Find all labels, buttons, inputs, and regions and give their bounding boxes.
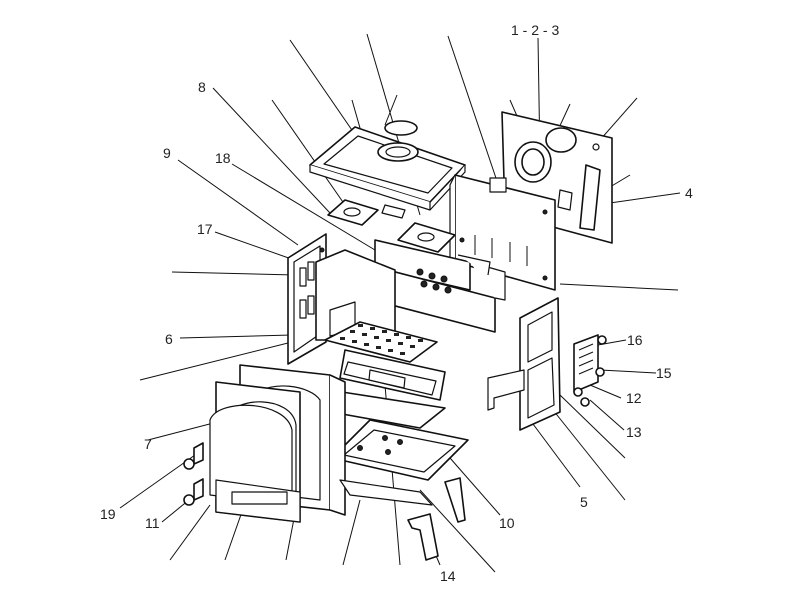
base-plate-part (331, 419, 469, 481)
air-slider-part (573, 334, 607, 393)
throat-assembly-part (374, 239, 506, 333)
callout-17: 17 (197, 221, 213, 237)
callout-labels: 1 - 2 - 3 4 8 9 18 17 6 7 19 11 14 10 5 … (100, 22, 693, 584)
callout-15: 15 (656, 365, 672, 381)
callout-16: 16 (627, 332, 643, 348)
callout-18: 18 (215, 150, 231, 166)
screws-part (573, 387, 590, 407)
left-firebox-side-part (315, 249, 396, 341)
callout-7: 7 (144, 436, 152, 452)
callout-5: 5 (580, 494, 588, 510)
callout-14: 14 (440, 568, 456, 584)
callout-11: 11 (145, 515, 160, 531)
callout-9: 9 (163, 145, 171, 161)
callout-4: 4 (685, 185, 693, 201)
baffle-plate-part (327, 199, 456, 253)
callout-1-2-3: 1 - 2 - 3 (511, 22, 559, 38)
flue-ring-part (384, 120, 418, 136)
grate-part (324, 321, 438, 363)
callout-10: 10 (499, 515, 515, 531)
callout-19: 19 (100, 506, 116, 522)
callout-6: 6 (165, 331, 173, 347)
top-plate-part (309, 126, 466, 211)
callout-13: 13 (626, 424, 642, 440)
door-handles-part (183, 442, 204, 506)
legs-part (407, 477, 466, 561)
ash-pan-part (339, 349, 446, 401)
callout-12: 12 (626, 390, 642, 406)
front-doors-part (209, 381, 301, 523)
right-side-panel-part (487, 297, 561, 431)
callout-8: 8 (198, 79, 206, 95)
